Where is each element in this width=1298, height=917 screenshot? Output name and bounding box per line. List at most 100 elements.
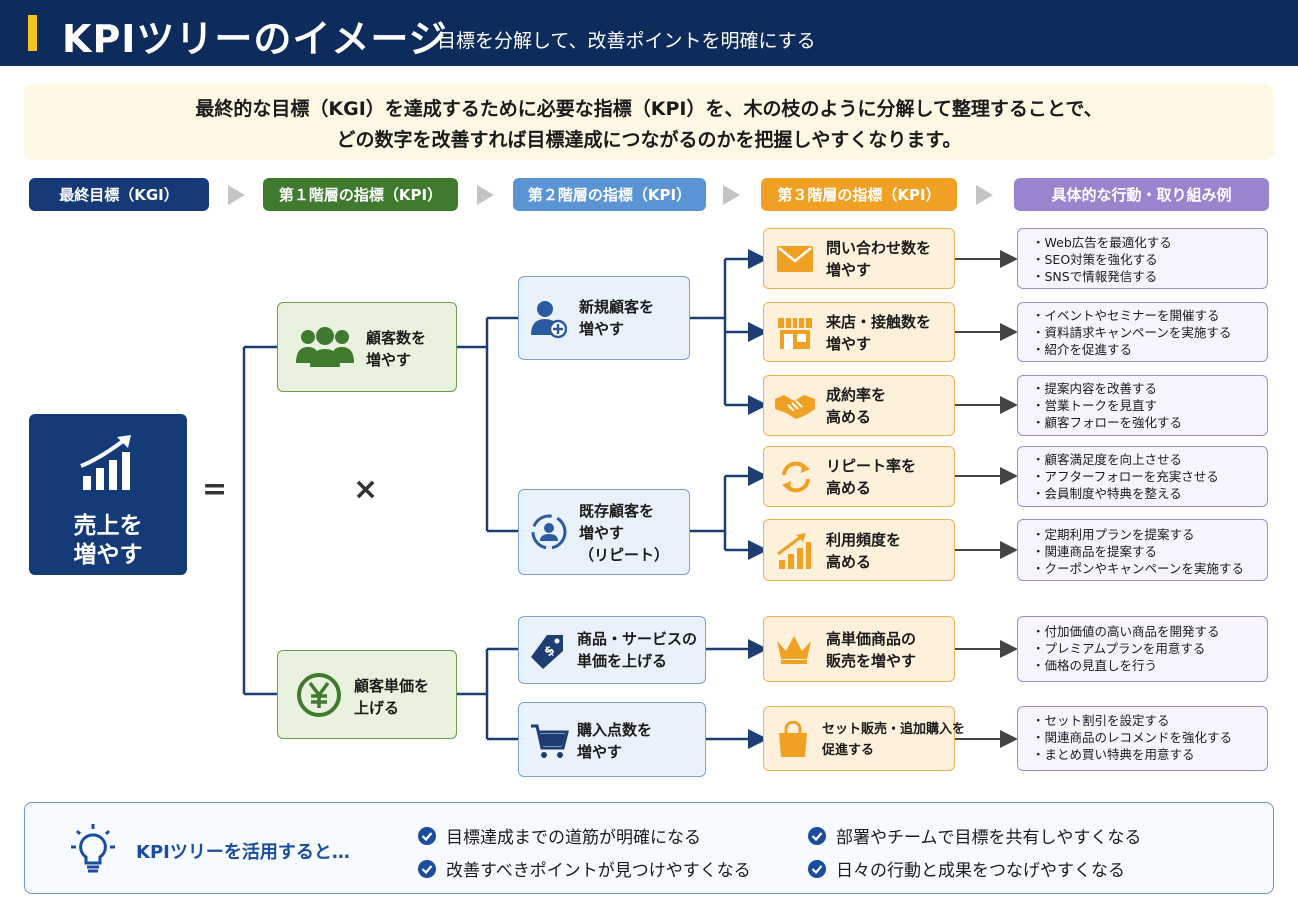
growth-chart-icon	[80, 435, 131, 490]
check-circle-icon	[808, 826, 826, 845]
intro-box: 最終的な目標（KGI）を達成するために必要な指標（KPI）を、木の枝のように分解…	[24, 84, 1274, 160]
benefit-item: 部署やチームで目標を共有しやすくなる	[808, 823, 1141, 848]
repeat-icon	[782, 461, 810, 493]
page-title: KPIツリーのイメージ	[62, 17, 448, 61]
benefit-text: 目標達成までの道筋が明確になる	[446, 828, 701, 848]
user-cycle-icon	[531, 514, 567, 550]
actions-conversion: ・提案内容を改善する ・営業トークを見直す ・顧客フォローを強化する	[1017, 375, 1268, 436]
kpi1-customer-count-line-2: 増やす	[366, 351, 412, 369]
level-header-kgi: 最終目標（KGI）	[29, 178, 209, 211]
kpi3-visits-line-1: 来店・接触数を	[826, 313, 932, 331]
action-item: ・まとめ買い特典を用意する	[1032, 747, 1195, 762]
kpi3-visits-line-2: 増やす	[826, 335, 872, 353]
kpi2-unit-price: $ 商品・サービスの 単価を上げる	[518, 616, 706, 684]
multiply-sign: ×	[353, 472, 379, 507]
action-item: ・営業トークを見直す	[1032, 398, 1158, 413]
benefits-box: KPIツリーを活用すると… 目標達成までの道筋が明確になる 部署やチームで目標を…	[24, 802, 1274, 894]
action-item: ・セット割引を設定する	[1032, 713, 1170, 728]
level-header-actions: 具体的な行動・取り組み例	[1014, 178, 1269, 211]
kpi3-inquiries-line-2: 増やす	[826, 261, 872, 279]
kpi3-inquiries-line-1: 問い合わせ数を	[826, 239, 932, 257]
kpi2-unit-price-line-1: 商品・サービスの	[577, 630, 698, 648]
actions-frequency: ・定期利用プランを提案する ・関連商品を提案する ・クーポンやキャンペーンを実施…	[1017, 519, 1268, 581]
cart-icon	[531, 724, 569, 758]
action-item: ・価格の見直しを行う	[1032, 658, 1158, 673]
level-arrow-4	[976, 185, 993, 205]
bar-chart-icon	[777, 533, 811, 569]
header-accent-bar	[28, 15, 37, 51]
level-header-kpi1: 第１階層の指標（KPI）	[263, 178, 458, 211]
action-item: ・顧客満足度を向上させる	[1032, 452, 1183, 467]
price-tag-icon: $	[531, 635, 563, 669]
kpi3-frequency-line-2: 高める	[826, 553, 872, 571]
kpi3-frequency-line-1: 利用頻度を	[826, 531, 902, 549]
kpi2-existing-customers: 既存顧客を 増やす （リピート）	[518, 489, 690, 575]
check-circle-icon	[808, 859, 826, 878]
kpi3-repeat-rate-line-1: リピート率を	[826, 457, 917, 475]
action-item: ・イベントやセミナーを開催する	[1032, 308, 1220, 323]
intro-line-2: どの数字を改善すれば目標達成につながるのかを把握しやすくなります。	[336, 129, 962, 151]
action-item: ・関連商品を提案する	[1032, 544, 1158, 559]
benefit-item: 目標達成までの道筋が明確になる	[418, 823, 701, 848]
actions-premium-sales: ・付加価値の高い商品を開発する ・プレミアムプランを用意する ・価格の見直しを行…	[1017, 616, 1268, 682]
actions-inquiries: ・Web広告を最適化する ・SEO対策を強化する ・SNSで情報発信する	[1017, 228, 1268, 289]
intro-line-1: 最終的な目標（KGI）を達成するために必要な指標（KPI）を、木の枝のように分解…	[195, 98, 1103, 120]
action-item: ・SNSで情報発信する	[1032, 269, 1158, 284]
kpi3-repeat-rate: リピート率を 高める	[763, 446, 955, 507]
people-icon	[296, 327, 354, 367]
kpi3-frequency: 利用頻度を 高める	[763, 519, 955, 581]
benefit-text: 日々の行動と成果をつなげやすくなる	[836, 861, 1125, 881]
benefit-text: 部署やチームで目標を共有しやすくなる	[836, 828, 1142, 848]
store-icon	[778, 318, 812, 349]
action-item: ・Web広告を最適化する	[1032, 235, 1172, 250]
crown-icon	[777, 636, 811, 664]
kpi2-existing-customers-line-1: 既存顧客を	[579, 502, 655, 520]
kpi3-premium-sales-line-1: 高単価商品の	[826, 630, 917, 648]
kpi3-premium-sales-line-2: 販売を増やす	[826, 652, 917, 670]
page-subtitle: 目標を分解して、改善ポイントを明確にする	[437, 30, 816, 52]
action-item: ・関連商品のレコメンドを強化する	[1032, 730, 1233, 745]
kpi1-unit-price-line-2: 上げる	[354, 699, 400, 717]
kpi1-customer-count-line-1: 顧客数を	[366, 329, 427, 347]
action-item: ・資料請求キャンペーンを実施する	[1032, 325, 1232, 340]
kpi2-unit-price-line-2: 単価を上げる	[577, 652, 668, 670]
level-header-kpi3: 第３階層の指標（KPI）	[761, 178, 957, 211]
kgi-node: 売上を 増やす	[29, 414, 187, 575]
benefit-text: 改善すべきポイントが見つけやすくなる	[446, 861, 751, 881]
kpi1-unit-price-line-1: 顧客単価を	[354, 677, 430, 695]
mail-icon	[777, 246, 813, 272]
action-item: ・アフターフォローを充実させる	[1032, 469, 1219, 484]
kgi-label-line-2: 増やす	[73, 542, 143, 568]
kpi2-item-count-line-1: 購入点数を	[577, 721, 653, 739]
kpi2-new-customers-line-2: 増やす	[579, 320, 625, 338]
kpi1-customer-count: 顧客数を 増やす	[277, 302, 457, 392]
actions-cross-sell: ・セット割引を設定する ・関連商品のレコメンドを強化する ・まとめ買い特典を用意…	[1017, 706, 1268, 771]
kpi2-new-customers-line-1: 新規顧客を	[579, 298, 655, 316]
benefit-item: 改善すべきポイントが見つけやすくなる	[418, 856, 751, 881]
kpi3-cross-sell-line-2: 促進する	[822, 743, 875, 758]
action-item: ・顧客フォローを強化する	[1032, 415, 1183, 430]
kpi3-inquiries: 問い合わせ数を 増やす	[763, 228, 955, 289]
kpi2-item-count-line-2: 増やす	[577, 743, 623, 761]
level-arrow-3	[723, 185, 740, 205]
yen-coin-icon	[297, 673, 341, 717]
lightbulb-icon	[71, 824, 115, 873]
action-item: ・SEO対策を強化する	[1032, 252, 1158, 267]
equals-sign: =	[202, 472, 228, 507]
user-plus-icon	[531, 301, 567, 339]
action-item: ・紹介を促進する	[1032, 342, 1133, 357]
actions-repeat-rate: ・顧客満足度を向上させる ・アフターフォローを充実させる ・会員制度や特典を整え…	[1017, 446, 1268, 507]
kgi-label-line-1: 売上を	[73, 513, 143, 539]
kpi3-repeat-rate-line-2: 高める	[826, 479, 872, 497]
level-arrow-1	[228, 185, 245, 205]
action-item: ・会員制度や特典を整える	[1032, 486, 1182, 501]
kpi3-visits: 来店・接触数を 増やす	[763, 302, 955, 362]
benefits-label: KPIツリーを活用すると…	[136, 842, 350, 863]
action-item: ・プレミアムプランを用意する	[1032, 641, 1206, 656]
action-item: ・定期利用プランを提案する	[1032, 527, 1195, 542]
kpi2-new-customers: 新規顧客を 増やす	[518, 276, 690, 360]
level-header-kpi2: 第２階層の指標（KPI）	[513, 178, 706, 211]
kpi3-cross-sell: セット販売・追加購入を 促進する	[763, 706, 965, 771]
check-circle-icon	[418, 859, 436, 878]
kpi1-unit-price: 顧客単価を 上げる	[277, 650, 457, 739]
